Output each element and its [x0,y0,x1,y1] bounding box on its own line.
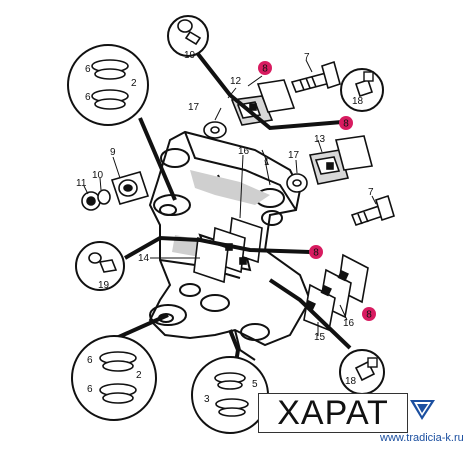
label-6-b: 6 [85,92,91,103]
highlight-8-top-text: 8 [262,64,268,75]
watermark-logo-icon [410,400,435,420]
label-9: 9 [110,147,116,158]
detail-circle-fitting-right [340,68,384,112]
detail-circle-bushing-lower [71,335,157,421]
highlight-8-center-dot [309,245,323,259]
label-18-top: 18 [352,96,364,107]
highlight-8-right-text: 8 [343,119,349,130]
label-17-top: 17 [188,102,200,113]
label-7-lower: 7 [368,187,374,198]
label-12: 12 [230,76,242,87]
highlight-8-lower-text: 8 [366,310,372,321]
highlight-8-top: 8 [258,61,272,75]
highlight-8-right: 8 [339,116,353,130]
label-16-right: 16 [343,318,355,329]
fastener-assembly [81,189,111,211]
highlight-8-center-text: 8 [313,248,319,259]
watermark-url: www.tradicia-k.ru [380,432,464,444]
main-housing [148,130,312,361]
label-6-d: 6 [87,384,93,395]
detail-circle-fitting-bottom-right [339,349,385,395]
label-13: 13 [314,134,326,145]
detail-circle-fitting-left [75,241,125,291]
label-19-top: 19 [184,50,196,61]
highlight-8-lower-dot [362,307,376,321]
highlight-8-center: 8 [309,245,323,259]
highlight-8-top-dot [258,61,272,75]
label-19-left: 19 [98,280,110,291]
highlight-8-lower: 8 [362,307,376,321]
label-14: 14 [138,253,150,264]
label-2-bottom: 2 [136,370,142,381]
label-1: 1 [264,157,270,168]
watermark-brand: ХАРАТ [258,393,408,433]
label-15: 15 [314,332,326,343]
label-17-right: 17 [288,150,300,161]
right-plate-assembly [308,135,374,185]
label-18-bottom: 18 [345,376,357,387]
label-5: 5 [252,379,258,390]
label-7-top: 7 [304,52,310,63]
wear-plate-set-lower-right [303,253,369,332]
label-11: 11 [76,178,87,189]
bolt-upper [290,60,341,93]
label-10: 10 [92,170,104,181]
label-2-top: 2 [131,78,137,89]
bolt-lower [350,194,395,226]
part-number-labels: 19 7 12 18 6 2 6 17 13 16 1 17 9 10 11 7… [76,50,374,405]
highlight-8-right-dot [339,116,353,130]
label-16-top: 16 [238,146,250,157]
detail-circle-fitting-top [167,15,209,57]
washer-right [286,173,308,193]
highlight-markers: 8 8 8 8 [258,61,376,321]
washer-upper [203,121,227,139]
cap-part-9 [110,171,150,205]
label-6-c: 6 [87,355,93,366]
label-3: 3 [204,394,210,405]
detail-circle-bushing-upper [67,44,149,126]
label-6-a: 6 [85,64,91,75]
leader-lines [83,52,377,401]
